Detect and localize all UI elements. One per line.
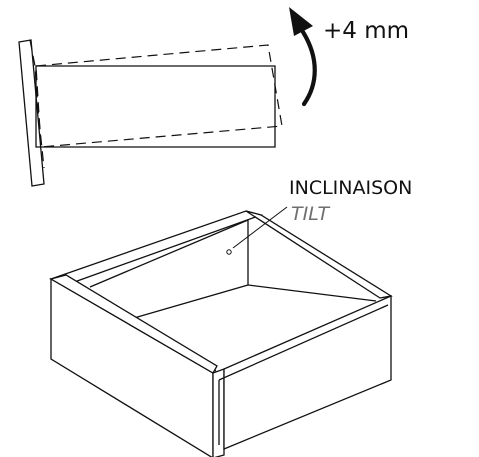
tilt-label-en: TILT	[291, 203, 331, 225]
side-view-front-panel	[18, 39, 45, 187]
tilt-leader-line	[232, 206, 288, 249]
tilt-screw-hole-icon	[226, 249, 232, 255]
drawer-front-rim	[218, 304, 389, 381]
drawer-front-face	[223, 295, 392, 450]
curved-up-arrow-icon	[289, 7, 317, 107]
drawer-left-panel-top	[49, 274, 218, 374]
drawer-back-panel	[49, 210, 264, 286]
drawer-box	[49, 206, 393, 457]
side-view-drawer-body	[35, 65, 276, 148]
side-view-tilt	[18, 39, 283, 187]
tilt-label-fr: INCLINAISON	[289, 177, 412, 199]
drawer-inner-corner	[247, 284, 377, 302]
drawer-inner-edges	[89, 219, 249, 319]
side-view-front-tilted	[29, 39, 45, 169]
adjustment-value-label: +4 mm	[323, 18, 409, 44]
drawer-left-panel	[50, 277, 214, 457]
side-view-drawer-tilted	[35, 44, 283, 148]
